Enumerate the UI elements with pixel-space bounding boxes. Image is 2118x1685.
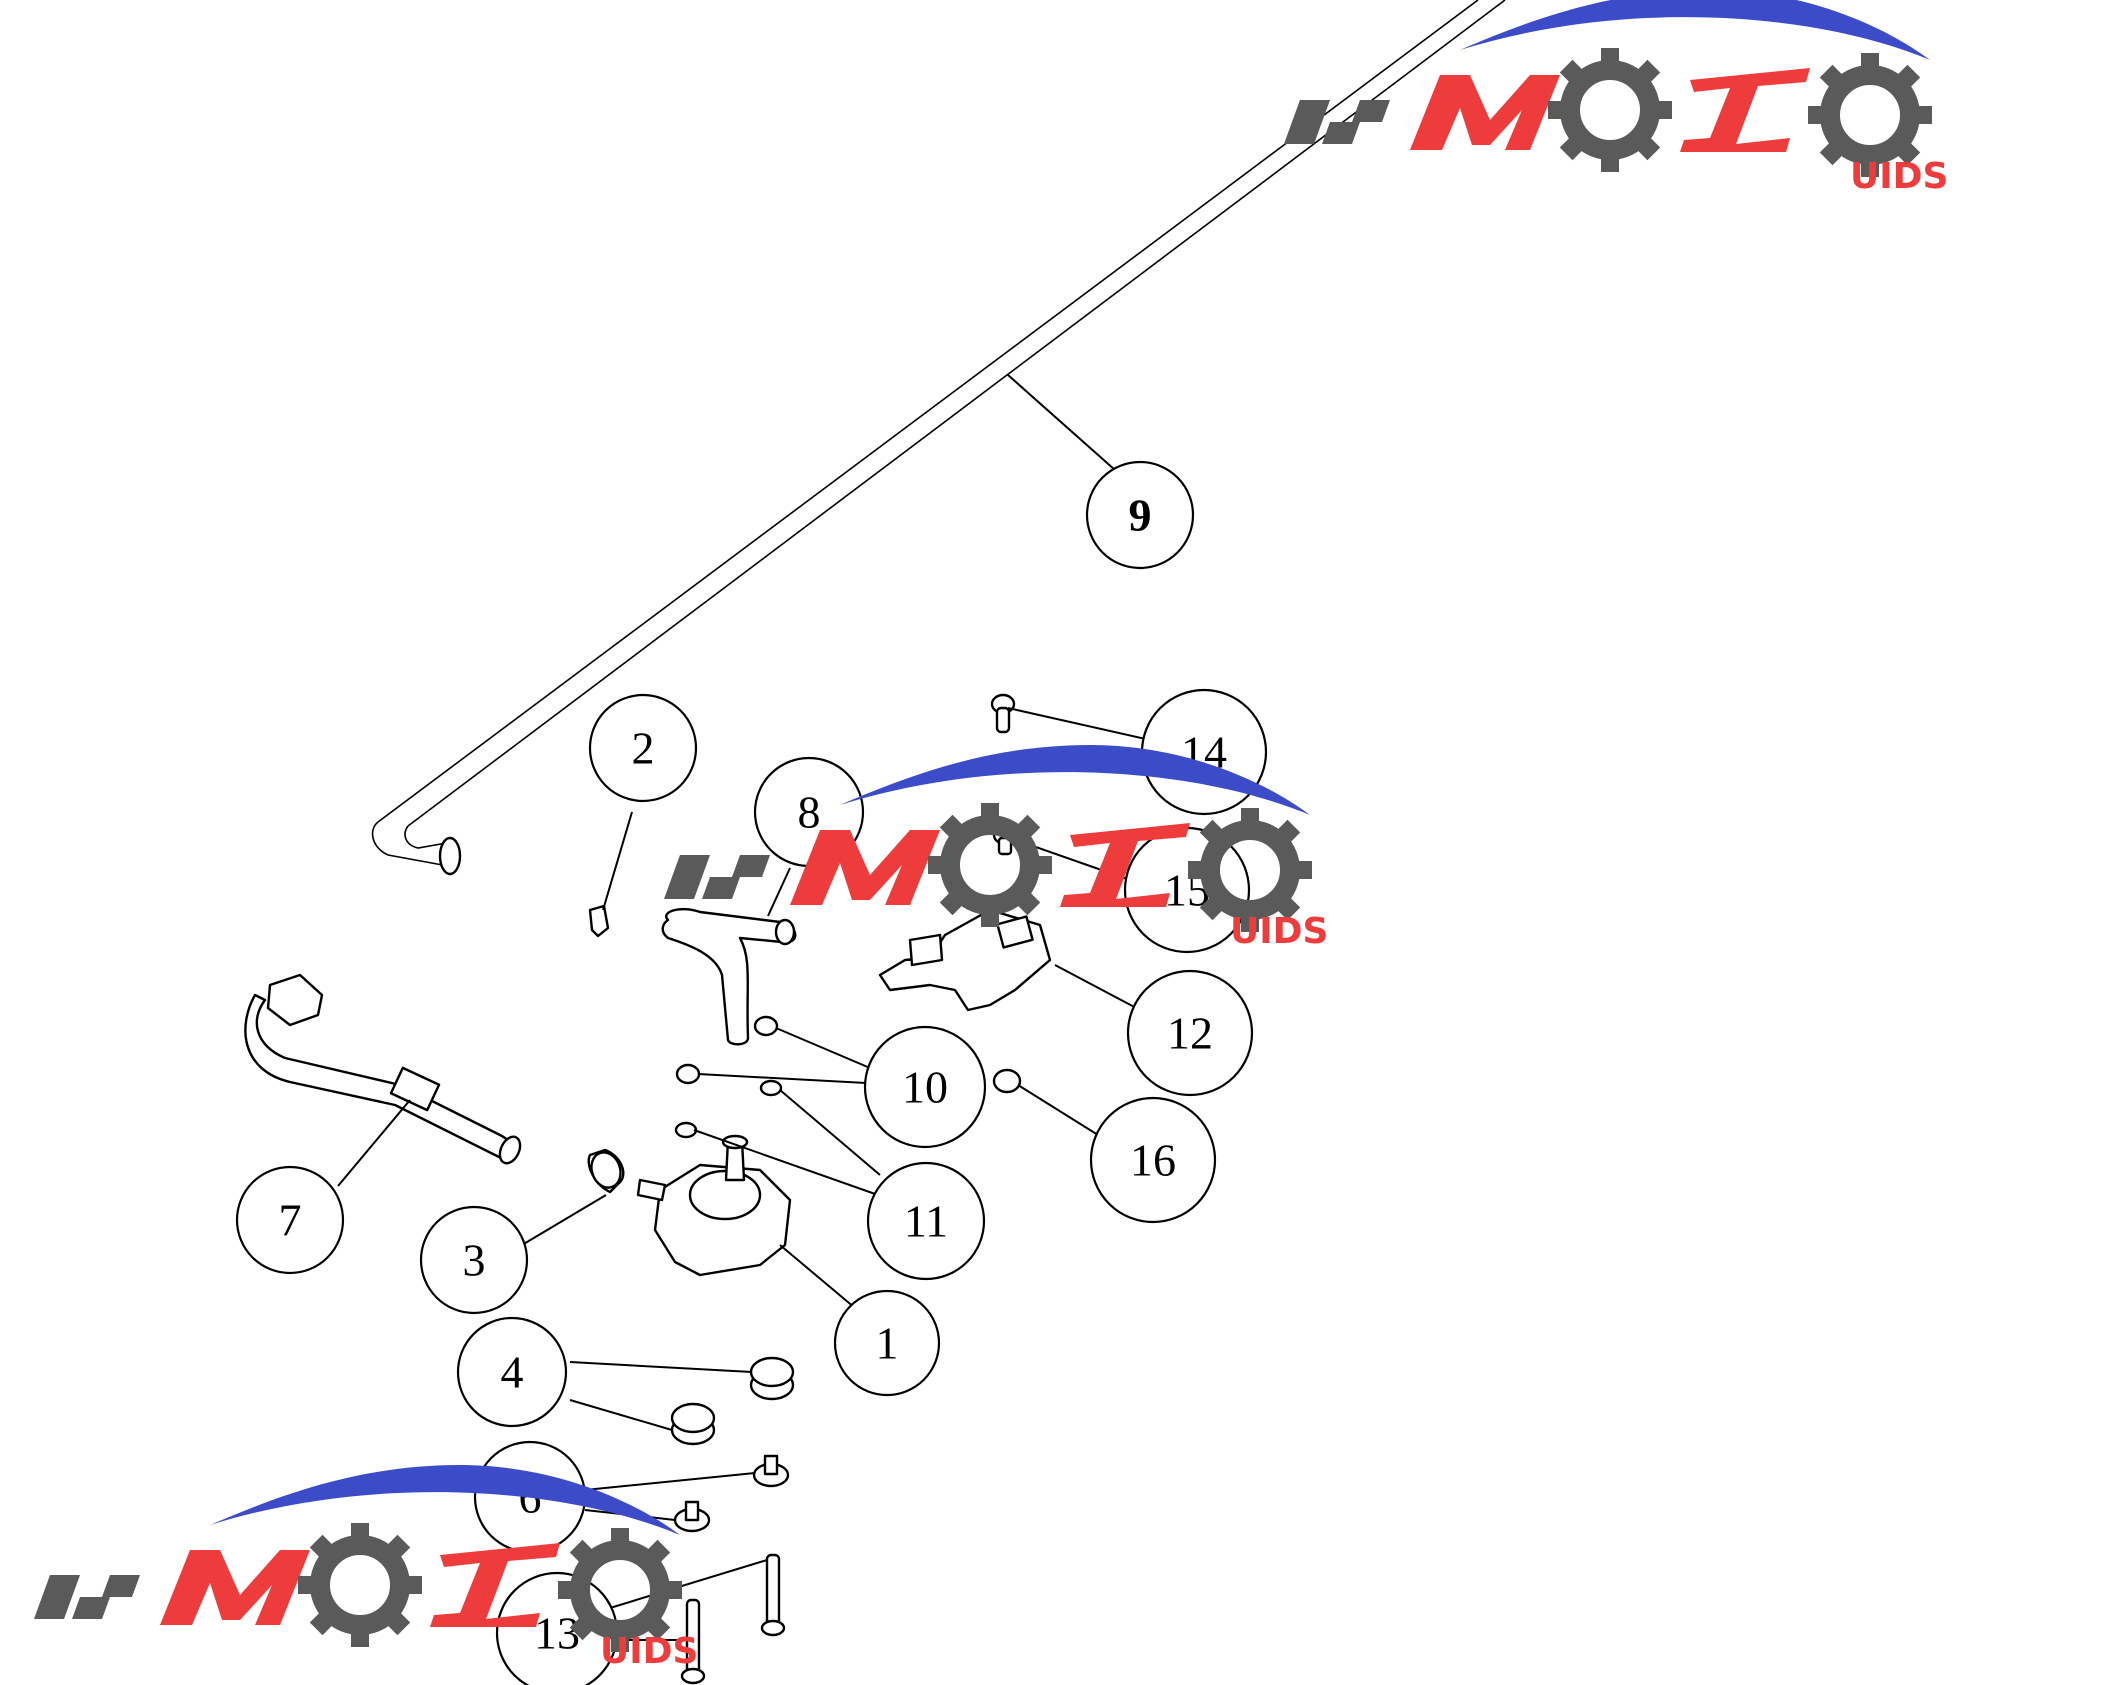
callout-10: 10 — [863, 1025, 987, 1149]
svg-text:4: 4 — [501, 1347, 524, 1398]
fuel-line-part-7 — [244, 973, 522, 1165]
callout-2: 2 — [588, 693, 698, 803]
svg-text:3: 3 — [463, 1235, 486, 1286]
svg-text:12: 12 — [1167, 1008, 1213, 1059]
callout-9: 9 — [1085, 460, 1195, 570]
clip-part-2 — [588, 904, 610, 938]
washers-part-11 — [674, 1079, 783, 1139]
callout-4: 4 — [456, 1316, 568, 1428]
grommets-part-4 — [670, 1356, 795, 1446]
svg-text:7: 7 — [279, 1195, 302, 1246]
svg-text:8: 8 — [798, 787, 821, 838]
svg-text:16: 16 — [1130, 1135, 1176, 1186]
callout-3: 3 — [419, 1205, 529, 1315]
grommet-part-16 — [992, 1068, 1022, 1094]
svg-text:13: 13 — [534, 1608, 580, 1659]
callout-7: 7 — [235, 1165, 345, 1275]
svg-text:1: 1 — [876, 1318, 899, 1369]
callout-16: 16 — [1089, 1096, 1217, 1224]
hose-part-8 — [661, 907, 797, 1046]
svg-text:11: 11 — [904, 1196, 948, 1247]
watermark-logo-top — [1284, 0, 1948, 197]
callouts: 1 2 3 4 6 7 8 9 — [235, 460, 1268, 1685]
svg-text:2: 2 — [632, 723, 655, 774]
callout-12: 12 — [1126, 969, 1254, 1097]
callout-11: 11 — [866, 1161, 986, 1281]
callout-1: 1 — [833, 1289, 941, 1397]
pump-part-1 — [636, 1134, 792, 1277]
pipe-part-9 — [371, 0, 1506, 876]
leader-lines — [337, 374, 1151, 1641]
collars-part-6 — [673, 1454, 790, 1533]
bolt-part-14 — [990, 693, 1016, 734]
svg-text:10: 10 — [902, 1062, 948, 1113]
cap-part-3 — [587, 1148, 625, 1194]
svg-text:9: 9 — [1129, 490, 1152, 541]
valve-part-12 — [878, 908, 1052, 1012]
